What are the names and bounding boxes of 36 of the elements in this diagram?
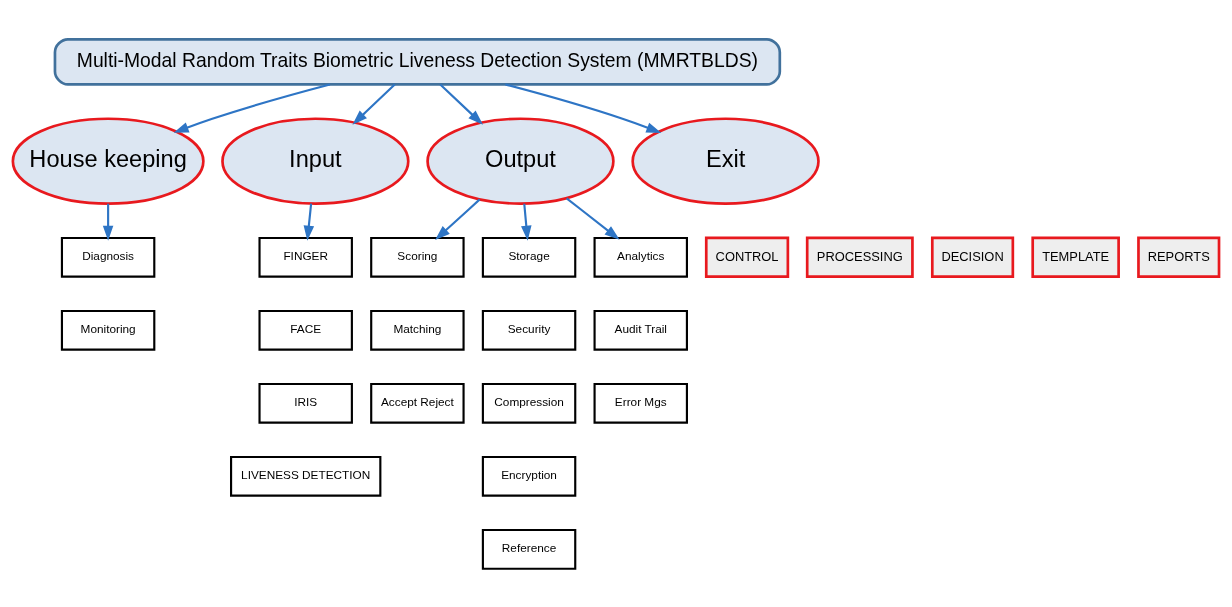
arrow: [435, 198, 481, 240]
arrow: [439, 83, 483, 125]
node-box: LIVENESS DETECTION: [230, 455, 382, 497]
node-box: Diagnosis: [60, 236, 156, 278]
arrow: [352, 83, 396, 125]
node-box: Storage: [481, 236, 577, 278]
node-box: Monitoring: [60, 309, 156, 351]
node-box: IRIS: [258, 382, 353, 424]
node-ellipse: Output: [426, 116, 615, 205]
arrow: [565, 196, 620, 240]
node-box: DECISION: [930, 236, 1015, 278]
node-box: Audit Trail: [593, 309, 688, 351]
node-box: Multi-Modal Random Traits Biometric Liveness Detection System (MMRTBLDS): [53, 37, 782, 86]
node-box: CONTROL: [704, 236, 790, 278]
node-box: TEMPLATE: [1031, 236, 1120, 278]
node-box: FACE: [258, 309, 353, 351]
node-box: Error Mgs: [593, 382, 688, 424]
arrow: [102, 203, 114, 241]
arrow: [505, 82, 662, 133]
node-ellipse: Input: [221, 116, 410, 205]
node-box: Scoring: [370, 236, 465, 278]
node-box: FINGER: [258, 236, 353, 278]
node-box: Encryption: [481, 455, 577, 497]
node-box: Security: [481, 309, 577, 351]
arrow: [521, 203, 532, 241]
arrow: [303, 203, 315, 241]
node-box: Compression: [481, 382, 577, 424]
arrow: [173, 82, 331, 133]
node-box: REPORTS: [1137, 236, 1221, 278]
node-box: Accept Reject: [370, 382, 465, 424]
node-box: Analytics: [593, 236, 688, 278]
node-box: Reference: [481, 528, 577, 570]
node-box: PROCESSING: [805, 236, 914, 278]
node-box: Matching: [370, 309, 465, 351]
node-ellipse: House keeping: [11, 116, 205, 205]
node-ellipse: Exit: [631, 116, 820, 205]
